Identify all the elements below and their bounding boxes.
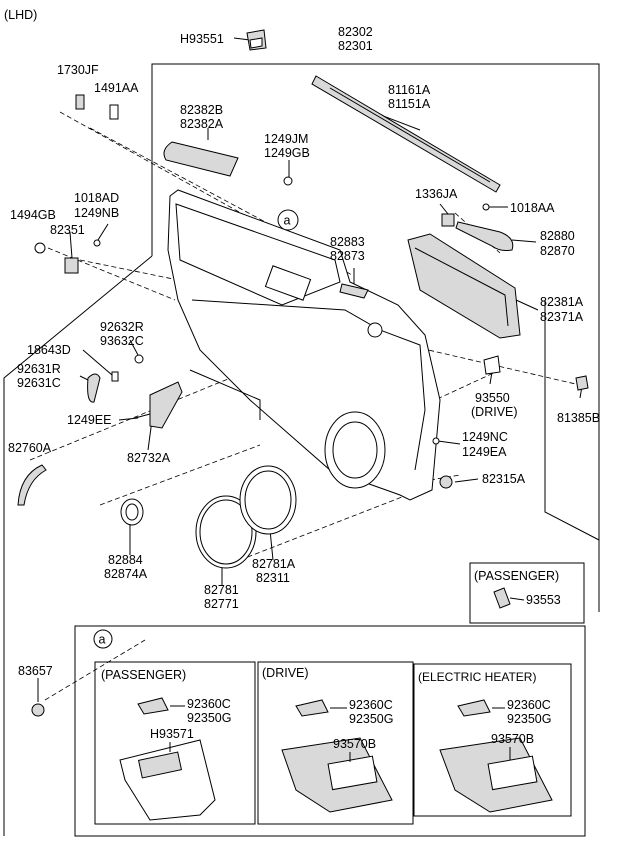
label-1491aa: 1491AA (94, 81, 139, 95)
speaker-grille-82781 (195, 495, 257, 569)
label-82781: 82781 (204, 583, 239, 597)
orientation-label: (LHD) (4, 8, 37, 22)
detail-drive-part-b: 92350G (349, 712, 393, 726)
label-81151a: 81151A (388, 97, 431, 111)
label-1249gb: 1249GB (264, 146, 310, 160)
detail-passenger-part-a: 92360C (187, 697, 231, 711)
pull-handle-82382b (163, 141, 239, 177)
label-1494gb: 1494GB (10, 208, 56, 222)
part-labels: H93551 82302 82301 1730JF 1491AA 82382B … (8, 25, 600, 678)
label-1249ea: 1249EA (462, 445, 507, 459)
label-81385b: 81385B (557, 411, 600, 425)
label-82311: 82311 (256, 571, 290, 585)
label-82382b: 82382B (180, 103, 223, 117)
detail-heater-part-a: 92360C (507, 698, 551, 712)
label-1336ja: 1336JA (415, 187, 458, 201)
label-1249nc: 1249NC (462, 430, 508, 444)
label-93553: 93553 (526, 593, 561, 607)
label-92631r: 92631R (17, 362, 61, 376)
label-82382a: 82382A (180, 117, 224, 131)
detail-passenger-part-b: 92350G (187, 711, 231, 725)
label-92632r: 92632R (100, 320, 144, 334)
main-frame-outline (3, 63, 600, 836)
detail-labels: (PASSENGER) 92360C 92350G H93571 (DRIVE)… (101, 666, 551, 751)
label-82781a: 82781A (252, 557, 296, 571)
clip-81385b (575, 375, 589, 391)
fastener-83657 (31, 703, 45, 717)
label-82315a: 82315A (482, 472, 526, 486)
callout-a-letter: a (284, 214, 291, 228)
lower-panel-82381a (407, 233, 521, 339)
label-h93551: H93551 (180, 32, 224, 46)
label-81161a: 81161A (388, 83, 431, 97)
callout-a-marker: a (277, 209, 299, 231)
speaker-ring-82781a (239, 465, 297, 535)
strip-82760a (17, 464, 47, 506)
detail-passenger-title: (PASSENGER) (101, 668, 186, 682)
detail-drive-part-c: 93570B (333, 737, 376, 751)
label-1249nb: 1249NB (74, 206, 119, 220)
detail-box: a (74, 625, 586, 837)
detail-heater-part-b: 92350G (507, 712, 551, 726)
label-82883: 82883 (330, 235, 365, 249)
label-1249jm: 1249JM (264, 132, 308, 146)
handle-82880 (441, 203, 514, 251)
detail-passenger-parts (119, 697, 216, 821)
bracket-h93551 (246, 29, 267, 51)
detail-heater-title: (ELECTRIC HEATER) (418, 670, 536, 684)
label-92631c: 92631C (17, 376, 61, 390)
detail-marker-letter: a (99, 633, 106, 647)
label-82873: 82873 (330, 249, 365, 263)
detail-heater-part-c: 93570B (491, 732, 534, 746)
label-1018aa: 1018AA (510, 201, 555, 215)
label-82884: 82884 (108, 553, 143, 567)
label-82771: 82771 (204, 597, 239, 611)
passenger-box-title: (PASSENGER) (474, 569, 559, 583)
label-18643d: 18643D (27, 343, 71, 357)
passenger-switch-box (469, 562, 585, 624)
label-82301: 82301 (338, 39, 373, 53)
label-1730jf: 1730JF (57, 63, 99, 77)
label-drive-tag: (DRIVE) (471, 405, 518, 419)
label-82381a: 82381A (540, 295, 584, 309)
label-1249ee: 1249EE (67, 413, 111, 427)
detail-drive-parts (281, 699, 393, 813)
weatherstrip-81161a (311, 75, 501, 193)
detail-passenger-part-c: H93571 (150, 727, 194, 741)
detail-drive-part-a: 92360C (349, 698, 393, 712)
lamp-92631r (87, 354, 144, 403)
screw-1249nc (432, 437, 453, 489)
label-82732a: 82732A (127, 451, 171, 465)
clips-1730jf (75, 94, 119, 120)
detail-leader-lines (169, 705, 511, 762)
part-82883 (339, 283, 369, 299)
label-82351: 82351 (50, 223, 85, 237)
label-1018ad: 1018AD (74, 191, 119, 205)
bracket-82732a (134, 381, 183, 429)
label-93550: 93550 (475, 391, 510, 405)
screw-1249jm (283, 176, 293, 186)
label-82760a: 82760A (8, 441, 52, 455)
door-trim-panel (167, 189, 441, 501)
fasteners-left (34, 239, 101, 274)
label-82870: 82870 (540, 244, 575, 258)
label-82371a: 82371A (540, 310, 584, 324)
label-82880: 82880 (540, 229, 575, 243)
switch-93550 (483, 355, 501, 375)
label-82302: 82302 (338, 25, 373, 39)
label-83657: 83657 (18, 664, 53, 678)
label-93632c: 93632C (100, 334, 144, 348)
detail-drive-title: (DRIVE) (262, 666, 309, 680)
tweeter-82884 (120, 498, 144, 526)
detail-heater-parts (439, 699, 553, 813)
label-82874a: 82874A (104, 567, 148, 581)
